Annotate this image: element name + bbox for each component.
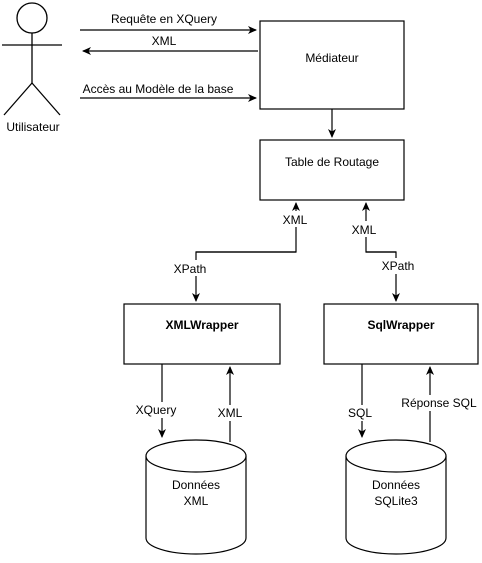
label-reponse-sql-up: Réponse SQL — [401, 396, 477, 410]
actor-leg-left — [3, 82, 33, 116]
edge-xpath-left-down — [192, 251, 296, 302]
actor-head — [16, 2, 48, 34]
label-xml-db-up: XML — [218, 406, 243, 420]
label-xml-left-up: XML — [283, 213, 308, 227]
label-xml-to-user: XML — [152, 34, 177, 48]
label-requete-xquery: Requête en XQuery — [111, 12, 217, 26]
label-sql-down: SQL — [348, 406, 372, 420]
sql-wrapper-label: SqlWrapper — [367, 318, 434, 332]
label-xml-right-up: XML — [352, 223, 377, 237]
edge-xpath-right-down — [366, 251, 400, 302]
table-routage-label: Table de Routage — [285, 155, 379, 169]
mediateur-label: Médiateur — [305, 51, 358, 65]
edge-xml-left-up — [196, 202, 300, 253]
user-actor — [2, 2, 62, 116]
label-xpath-right-down: XPath — [382, 259, 415, 273]
db-xml-label-line2: XML — [184, 494, 209, 508]
actor-label: Utilisateur — [6, 120, 59, 134]
db-sqlite-cylinder[interactable] — [345, 439, 447, 555]
label-xpath-left-down: XPath — [174, 262, 207, 276]
db-xml-cylinder[interactable] — [145, 439, 247, 555]
db-sqlite-label-line2: SQLite3 — [374, 494, 418, 508]
db-sqlite-label-line1: Données — [372, 478, 420, 492]
table-routage-box[interactable] — [259, 139, 405, 201]
sql-wrapper-box[interactable] — [323, 303, 479, 365]
actor-leg-right — [31, 82, 61, 116]
xml-wrapper-box[interactable] — [123, 303, 281, 365]
db-xml-label-line1: Données — [172, 478, 220, 492]
mediateur-box[interactable] — [259, 20, 405, 110]
label-xquery-down: XQuery — [136, 403, 177, 417]
label-acces-modele: Accès au Modèle de la base — [83, 82, 234, 96]
xml-wrapper-label: XMLWrapper — [165, 318, 238, 332]
